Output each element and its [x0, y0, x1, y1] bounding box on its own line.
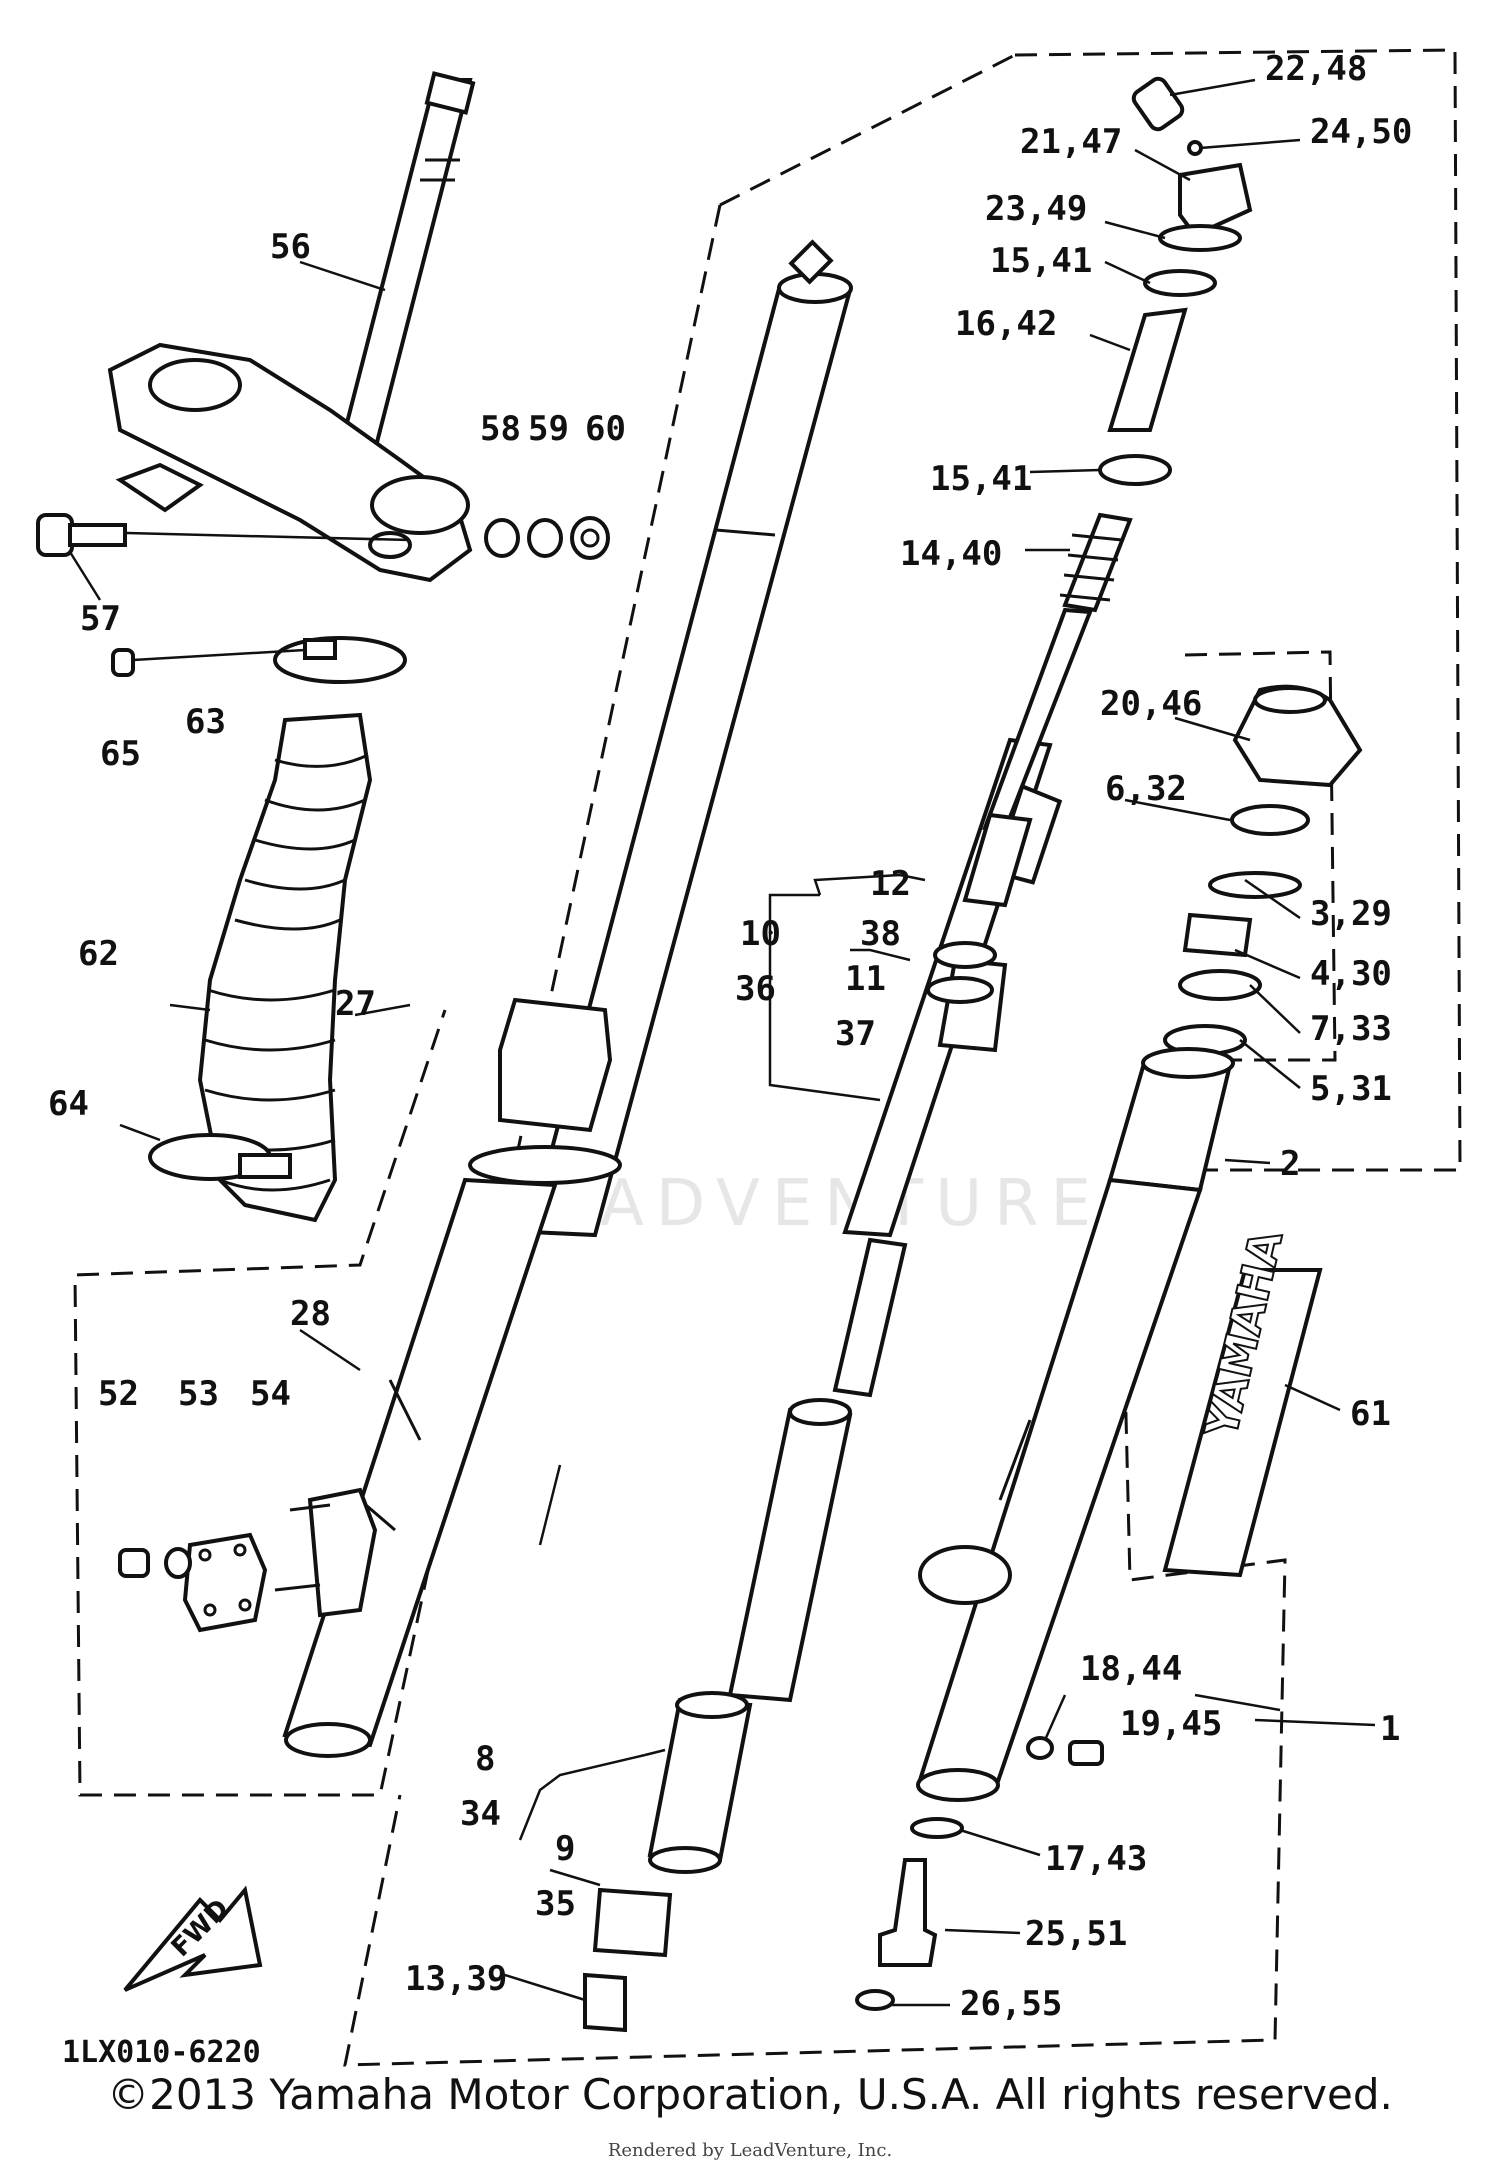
label-3-29: 3,29 — [1310, 894, 1392, 934]
label-6-32: 6,32 — [1105, 769, 1187, 809]
label-58: 58 — [480, 409, 521, 449]
label-15-41b: 15,41 — [930, 459, 1032, 499]
label-21-47: 21,47 — [1020, 122, 1122, 162]
label-35: 35 — [535, 1884, 576, 1924]
under-bracket — [107, 342, 473, 583]
label-13-39: 13,39 — [405, 1959, 507, 1999]
label-16-42: 16,42 — [955, 304, 1057, 344]
label-14-40: 14,40 — [900, 534, 1002, 574]
outer-tube-2 — [916, 1047, 1235, 1802]
label-62: 62 — [78, 934, 119, 974]
label-57: 57 — [80, 599, 121, 639]
label-28: 28 — [290, 1294, 331, 1334]
label-8: 8 — [475, 1739, 495, 1779]
steering-stem-56 — [337, 71, 476, 452]
label-65: 65 — [100, 734, 141, 774]
label-5-31: 5,31 — [1310, 1069, 1392, 1109]
label-61: 61 — [1350, 1394, 1391, 1434]
leader-lines — [68, 78, 1376, 2007]
fork-boot-62 — [197, 712, 373, 1223]
label-2: 2 — [1280, 1144, 1300, 1184]
boot-clamp-64 — [148, 1133, 292, 1181]
group-outlines — [73, 48, 1462, 2067]
label-60: 60 — [585, 409, 626, 449]
label-36: 36 — [735, 969, 776, 1009]
rendered-by-text: Rendered by LeadVenture, Inc. — [607, 2140, 893, 2161]
axle-holder-54 — [118, 1487, 378, 1633]
label-38: 38 — [860, 914, 901, 954]
label-26-55: 26,55 — [960, 1984, 1062, 2024]
label-12: 12 — [870, 864, 911, 904]
washer-nut-set — [484, 516, 610, 560]
label-34: 34 — [460, 1794, 501, 1834]
label-27: 27 — [335, 984, 376, 1024]
yamaha-decal-61: YAMAHA — [1162, 1225, 1323, 1578]
callout-labels: 56 57 58 59 60 63 65 62 27 64 28 52 53 5… — [48, 49, 1412, 2070]
diagram-code: 1LX010-6220 — [62, 2035, 261, 2070]
label-1: 1 — [1380, 1709, 1400, 1749]
label-23-49: 23,49 — [985, 189, 1087, 229]
label-15-41a: 15,41 — [990, 241, 1092, 281]
label-24-50: 24,50 — [1310, 112, 1412, 152]
fwd-arrow-icon: FWD — [123, 1885, 263, 1992]
oil-seal-stack — [1163, 684, 1363, 1056]
drain-bolt-parts — [855, 1736, 1104, 2011]
label-37: 37 — [835, 1014, 876, 1054]
label-4-30: 4,30 — [1310, 954, 1392, 994]
label-11: 11 — [845, 959, 886, 999]
boot-clamp-63 — [111, 636, 407, 684]
label-56: 56 — [270, 227, 311, 267]
label-7-33: 7,33 — [1310, 1009, 1392, 1049]
label-19-45: 19,45 — [1120, 1704, 1222, 1744]
label-9: 9 — [555, 1829, 575, 1869]
label-25-51: 25,51 — [1025, 1914, 1127, 1954]
pinch-bolt-57 — [36, 513, 411, 557]
label-54: 54 — [250, 1374, 291, 1414]
label-18-44: 18,44 — [1080, 1649, 1182, 1689]
label-63: 63 — [185, 702, 226, 742]
copyright-text: ©2013 Yamaha Motor Corporation, U.S.A. A… — [107, 2070, 1393, 2119]
label-10: 10 — [740, 914, 781, 954]
label-64: 64 — [48, 1084, 89, 1124]
label-59: 59 — [528, 409, 569, 449]
label-53: 53 — [178, 1374, 219, 1414]
label-17-43: 17,43 — [1045, 1839, 1147, 1879]
label-22-48: 22,48 — [1265, 49, 1367, 89]
label-52: 52 — [98, 1374, 139, 1414]
label-20-46: 20,46 — [1100, 684, 1202, 724]
